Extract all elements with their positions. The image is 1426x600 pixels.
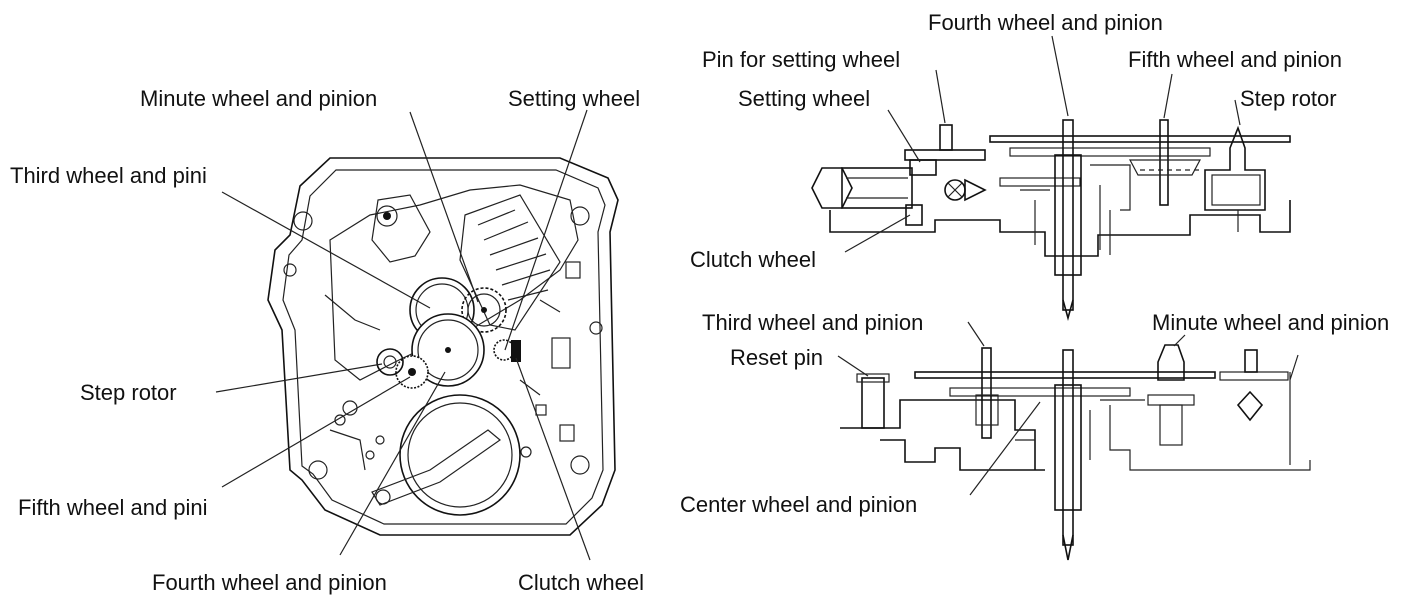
coil-winding (477, 209, 551, 301)
label-center-wheel: Center wheel and pinion (680, 492, 917, 517)
label-clutch-wheel-left: Clutch wheel (518, 570, 644, 595)
bridge-plate-2 (1009, 147, 1211, 157)
battery-compartment (399, 394, 521, 516)
lever-pivot-center (383, 212, 391, 220)
label-third-wheel-right: Third wheel and pinion (702, 310, 923, 335)
fifth-wheel-arbor (1159, 119, 1169, 206)
pin-for-setting-wheel (939, 124, 953, 151)
screw-hole (283, 263, 297, 277)
fourth-wheel-tip (1062, 299, 1074, 321)
screw-hole (570, 206, 590, 226)
label-reset-pin: Reset pin (730, 345, 823, 370)
battery (407, 402, 513, 508)
bridge-plate-3 (999, 177, 1081, 187)
fourth-wheel-inner (417, 319, 479, 381)
movement-outline (267, 157, 619, 536)
reset-pin-part (861, 377, 885, 429)
coil-block (459, 194, 561, 331)
label-setting-wheel-left: Setting wheel (508, 86, 640, 111)
step-rotor (376, 348, 404, 376)
clutch-wheel (511, 340, 521, 362)
label-fourth-wheel-right: Fourth wheel and pinion (928, 10, 1163, 35)
stem-part (559, 424, 575, 442)
bridge-plate-bottom (914, 371, 1216, 379)
center-wheel-tip (1062, 534, 1074, 561)
center-wheel-arbor (1062, 349, 1074, 546)
screw-hole (589, 321, 603, 335)
lever-pivot (376, 205, 398, 227)
label-fifth-wheel-right: Fifth wheel and pinion (1128, 47, 1342, 72)
label-fifth-wheel-left: Fifth wheel and pini (18, 495, 208, 520)
fourth-wheel-cannon (1054, 154, 1082, 276)
fifth-wheel-center (408, 368, 416, 376)
switch-lever (371, 194, 431, 263)
clutch-wheel-section (905, 204, 923, 226)
movement-top-view (267, 157, 619, 536)
jewel (375, 435, 385, 445)
screw-hole (520, 446, 532, 458)
screw-hole (308, 460, 328, 480)
setting-wheel-plate (904, 149, 986, 161)
stem-shaft (841, 167, 913, 209)
main-plate-bottom (840, 399, 1045, 471)
train-bridge (329, 184, 579, 381)
screw-hole (293, 211, 313, 231)
label-step-rotor-left: Step rotor (80, 380, 177, 405)
setting-diamond (1236, 390, 1264, 422)
fifth-wheel-disk (1129, 159, 1201, 176)
right-leader-lines (837, 35, 1241, 496)
minute-wheel (461, 287, 507, 333)
label-step-rotor-right: Step rotor (1240, 86, 1337, 111)
cross-section-top (811, 119, 1291, 321)
step-rotor-magnet (1211, 174, 1261, 206)
label-clutch-wheel-right: Clutch wheel (690, 247, 816, 272)
train-bridge-plate (989, 135, 1291, 143)
label-third-wheel-left: Third wheel and pini (10, 163, 207, 188)
jewel (342, 400, 358, 416)
step-rotor-inner (383, 355, 397, 369)
circuit-line (324, 294, 561, 471)
label-pin-setting-wheel: Pin for setting wheel (702, 47, 900, 72)
fourth-wheel-center (445, 347, 451, 353)
stem-part (535, 404, 547, 416)
step-rotor-section (1204, 125, 1266, 211)
left-leader-lines (215, 109, 591, 561)
main-plate-top (829, 200, 1291, 257)
minute-wheel-section (1157, 344, 1185, 381)
fourth-wheel-arbor (1062, 119, 1074, 311)
stem-part (565, 261, 581, 279)
cross-section-bottom (840, 344, 1311, 561)
stem-crown (811, 167, 853, 209)
label-fourth-wheel-left: Fourth wheel and pinion (152, 570, 387, 595)
center-wheel-cannon (1054, 384, 1082, 511)
setting-wheel-body (909, 159, 937, 176)
jewel (365, 450, 375, 460)
minute-wheel-center (481, 307, 487, 313)
stem-tip (964, 178, 987, 202)
minute-wheel-inner (467, 293, 501, 327)
movement-inner-outline (282, 169, 606, 525)
stem-holder (551, 337, 571, 369)
label-setting-wheel-right: Setting wheel (738, 86, 870, 111)
battery-clamp (371, 429, 501, 506)
screw-hole (334, 414, 346, 426)
label-minute-wheel-left: Minute wheel and pinion (140, 86, 377, 111)
clamp-screw (375, 489, 391, 505)
screw-hole (570, 455, 590, 475)
third-wheel-arbor (981, 347, 992, 439)
label-minute-wheel-right: Minute wheel and pinion (1152, 310, 1389, 335)
